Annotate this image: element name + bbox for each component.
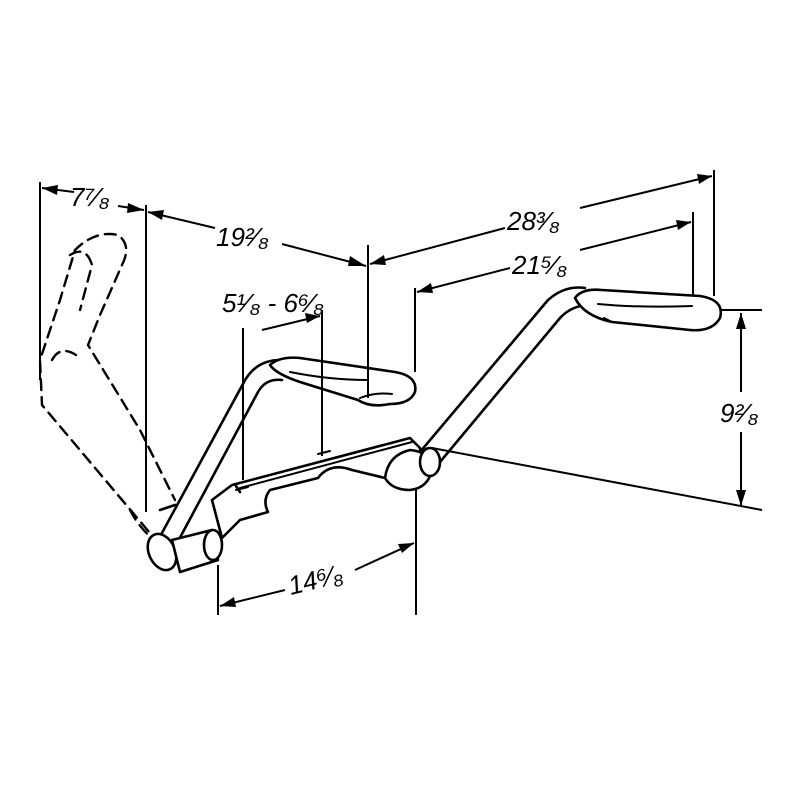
dimension-lines <box>41 174 746 607</box>
dim-label-left-offset: 7⁷⁄₈ <box>70 182 110 212</box>
dim-label-grip-width: 5¹⁄₈ - 6⁶⁄₈ <box>222 288 324 318</box>
dim-label-overall-span: 28³⁄₈ <box>506 206 560 236</box>
dim-label-mount-width: 14⁶⁄₈ <box>285 558 346 600</box>
handlebar-body <box>146 286 723 574</box>
phantom-handlebar-outline <box>38 232 177 547</box>
dim-label-handle-reach: 19²⁄₈ <box>216 222 269 252</box>
dim-label-inner-span: 21⁵⁄₈ <box>511 250 567 280</box>
extension-lines <box>39 170 763 615</box>
dim-label-height: 9²⁄₈ <box>720 398 758 428</box>
dimension-labels: 7⁷⁄₈ 19²⁄₈ 28³⁄₈ 21⁵⁄₈ 5¹⁄₈ - 6⁶⁄₈ 9²⁄₈ … <box>70 182 758 601</box>
